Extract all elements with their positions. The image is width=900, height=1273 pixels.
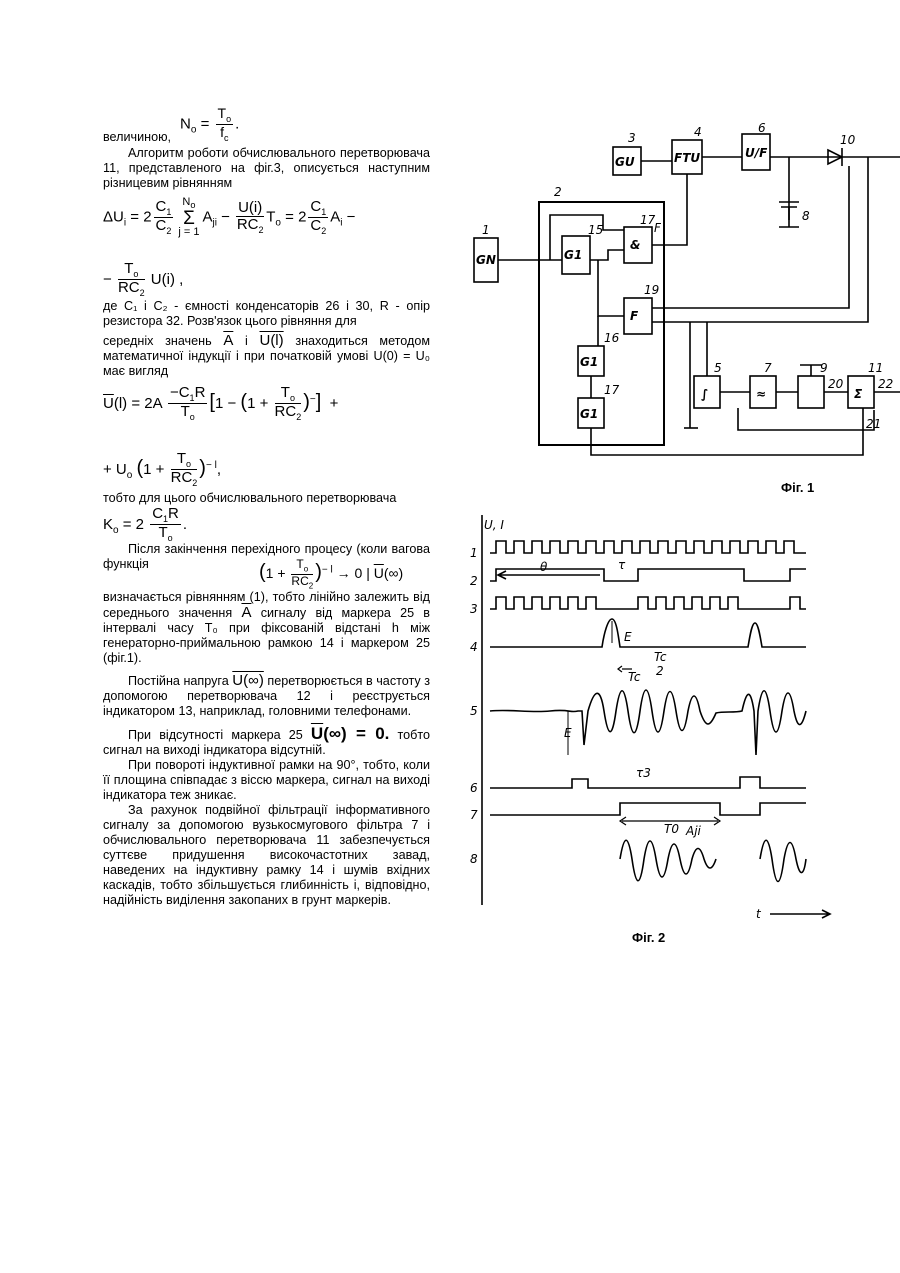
svg-text:FTU: FTU [674,151,700,165]
figure-1-caption: Фіг. 1 [781,480,814,495]
svg-text:GU: GU [615,155,635,169]
velychynoyu: величиною, [103,130,171,145]
formula-u-bar: U(l) = 2A −C1RTo[1 − (1 + ToRC2)−] + [103,385,430,429]
svg-text:T0: T0 [664,822,679,836]
svg-text:2: 2 [656,664,664,678]
svg-text:∫: ∫ [701,387,708,401]
svg-text:21: 21 [866,417,881,431]
svg-text:E: E [564,726,572,740]
svg-text:G1: G1 [580,355,598,369]
svg-text:t: t [756,907,762,921]
svg-text:17: 17 [604,383,620,397]
svg-text:E: E [624,630,632,644]
svg-text:Tc: Tc [628,670,641,684]
svg-text:GN: GN [476,253,496,267]
formula-delta-u: ΔUi = 2C1C2NoΣj = 1Aji − U(i)RC2To = 2C1… [103,197,430,243]
svg-text:5: 5 [470,704,478,718]
svg-text:2: 2 [470,574,478,588]
svg-text:F: F [654,221,662,235]
svg-text:5: 5 [714,361,722,375]
svg-text:11: 11 [868,361,883,375]
svg-text:4: 4 [470,640,478,654]
para-de: де C₁ і C₂ - ємності конденсаторів 26 і … [103,299,430,329]
para-tobto: тобто для цього обчислювального перетвор… [103,491,430,506]
figure-1-diagram: GN GU FTU U/F G1 & F G1 G1 ∫ ≈ Σ 1 2 3 4… [458,110,900,490]
svg-text:1: 1 [470,546,478,560]
svg-text:6: 6 [758,121,766,135]
svg-text:4: 4 [694,125,702,139]
svg-text:Tc: Tc [654,650,667,664]
svg-text:τ: τ [618,558,626,572]
svg-text:≈: ≈ [756,387,766,401]
figure-2-caption: Фіг. 2 [632,930,665,945]
svg-text:20: 20 [828,377,844,391]
para-serednih: середніх значень A і U(l) знаходиться ме… [103,333,430,379]
svg-text:Σ: Σ [854,387,863,401]
formula-weight: (1 + ToRC2)− l → 0 | U(∞) [103,572,430,590]
svg-text:3: 3 [470,602,478,616]
svg-text:F: F [630,309,639,323]
svg-text:7: 7 [470,808,478,822]
svg-text:10: 10 [840,133,856,147]
svg-text:22: 22 [878,377,893,391]
block-9 [798,376,824,408]
formula-k0: Ko = 2 C1RTo. [103,506,430,542]
svg-text:1: 1 [482,223,490,237]
text-column: величиною, No = Tofc. Алгоритм роботи об… [103,100,430,908]
svg-text:U/F: U/F [745,146,768,160]
svg-text:2: 2 [554,185,562,199]
svg-text:G1: G1 [564,248,582,262]
para-povorot: При повороті індуктивної рамки на 90°, т… [103,758,430,803]
para-algorithm: Алгоритм роботи обчислювального перетвор… [103,146,430,191]
svg-text:7: 7 [764,361,772,375]
svg-text:16: 16 [604,331,620,345]
svg-text:τ3: τ3 [636,766,651,780]
svg-text:G1: G1 [580,407,598,421]
para-vidsutnist: При відсутності маркера 25 U(∞) = 0. тоб… [103,726,430,758]
svg-text:6: 6 [470,781,478,795]
svg-text:Aji: Aji [685,824,702,838]
svg-text:U, I: U, I [484,518,504,532]
para-za-rahunok: За рахунок подвійної фільтрації інформат… [103,803,430,908]
svg-text:15: 15 [588,223,603,237]
figure-2-timing: U, I 1 2 3 4 5 6 7 8 θ τ E Tc Tc 2 E τ3 … [470,515,838,925]
formula-delta-u-cont: − ToRC2 U(i) , [103,261,430,299]
svg-text:3: 3 [628,131,636,145]
svg-text:9: 9 [820,361,828,375]
svg-text:θ: θ [540,560,548,574]
svg-text:8: 8 [802,209,810,223]
svg-text:&: & [630,238,640,252]
formula-u-bar-cont: + Uo (1 + ToRC2)− l, [103,451,430,491]
para-vyznach: визначається рівнянням (1), тобто лінійн… [103,590,430,666]
formula-n0: величиною, No = Tofc. [103,100,430,146]
para-postiyna: Постійна напруга U(∞) перетворюється в ч… [103,673,430,719]
svg-text:8: 8 [470,852,478,866]
svg-text:19: 19 [644,283,659,297]
